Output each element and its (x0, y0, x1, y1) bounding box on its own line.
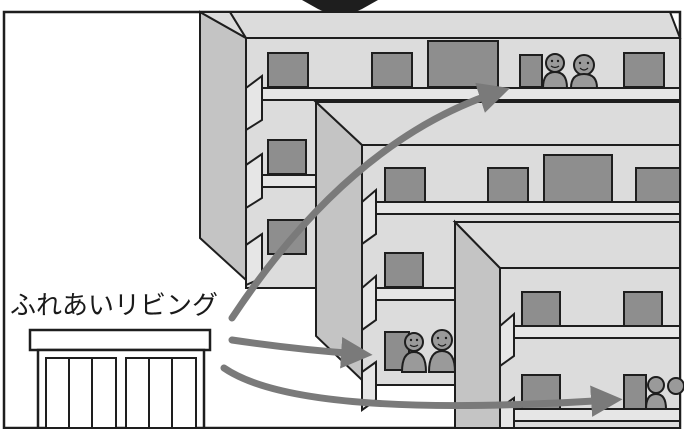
window (623, 291, 663, 327)
window (487, 167, 529, 203)
down-arrow-marker-icon (302, 0, 378, 15)
window (623, 52, 665, 88)
window (267, 139, 307, 175)
shop-label: ふれあいリビング (10, 291, 219, 321)
person-icon (667, 377, 684, 395)
shop-building-icon (28, 328, 212, 429)
person-icon (644, 376, 668, 410)
window (427, 40, 499, 88)
arrow-to-middle-building (228, 336, 373, 369)
window (371, 52, 413, 88)
window (384, 167, 426, 203)
front-building (452, 219, 681, 429)
door (623, 374, 647, 410)
person-icon (569, 54, 599, 89)
person-icon (400, 332, 428, 373)
arrow-to-back-building (228, 82, 510, 322)
person-icon (427, 329, 457, 373)
arrow-to-front-building (220, 364, 623, 417)
person-icon (541, 53, 569, 89)
door (519, 54, 543, 88)
window (635, 167, 681, 203)
window (543, 154, 613, 203)
window (267, 52, 309, 88)
window (384, 252, 424, 288)
window (521, 291, 561, 327)
